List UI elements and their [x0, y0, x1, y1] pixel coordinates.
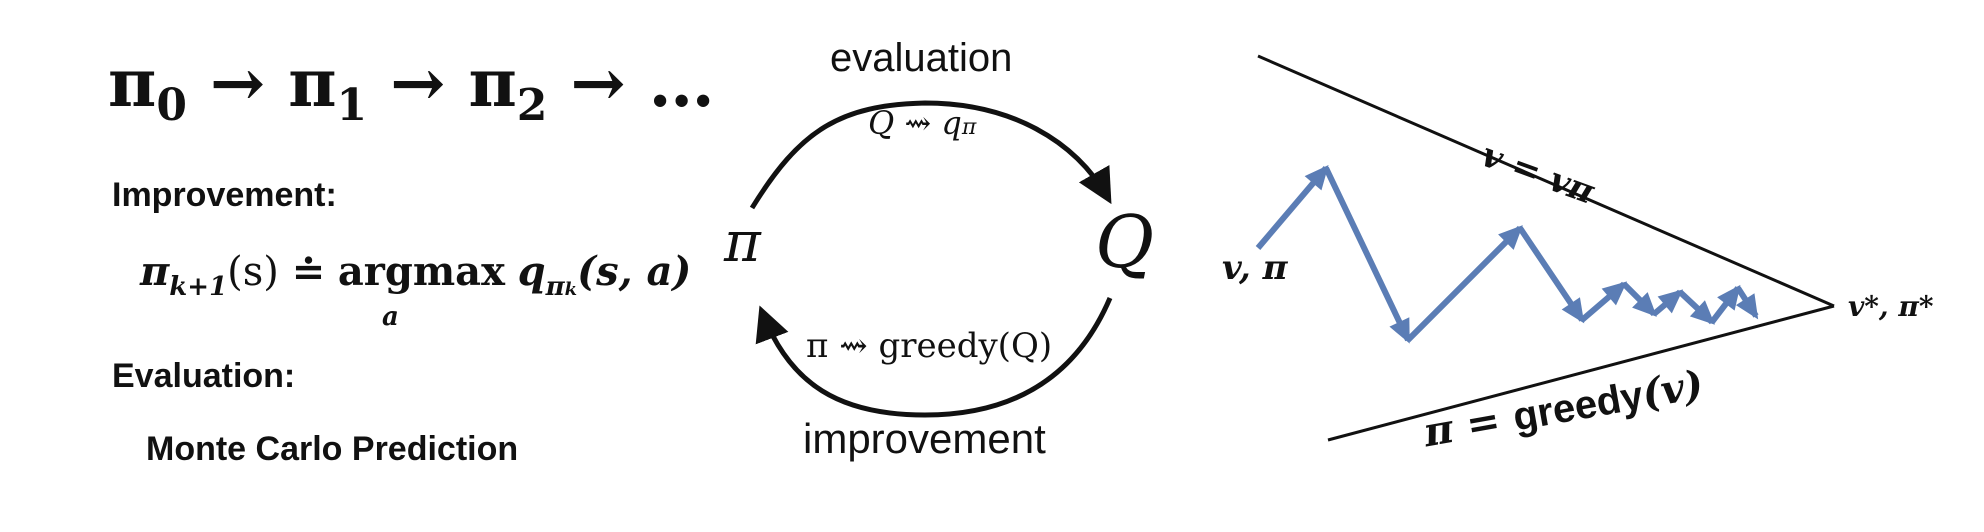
zigzag-arrowhead: [1561, 297, 1585, 324]
zigzag-arrowhead: [1735, 293, 1759, 320]
pi0: π: [108, 44, 157, 122]
improvement-math: π ⇝ greedy(Q): [806, 326, 1053, 366]
value-consistency-line: [1257, 54, 1835, 308]
zigzag-arrowhead: [1632, 292, 1657, 317]
zigzag-arrowhead: [1389, 317, 1410, 344]
policy-node: π: [724, 210, 761, 275]
zigzag-arrowhead: [1601, 281, 1628, 306]
improvement-arc: [755, 297, 1113, 418]
seq-arrow: →: [209, 44, 266, 122]
zigzag-segment: [1323, 166, 1411, 342]
end-label: v*, π*: [1848, 290, 1934, 323]
pi2: π: [468, 44, 517, 122]
pi1: π: [288, 44, 337, 122]
evaluation-math: Q ⇝ qπ: [868, 104, 977, 142]
evaluation-arc: [749, 100, 1112, 210]
argmax-subscript: a: [382, 302, 399, 332]
improvement-label: Improvement:: [112, 176, 337, 214]
zigzag-arrowhead: [1717, 284, 1741, 311]
zigzag-segment: [1405, 225, 1523, 343]
policy-sequence: π0 → π1 → π2 → …: [108, 44, 715, 132]
zigzag-arrowhead: [1657, 289, 1684, 314]
improvement-formula: πk+1(s) ≐ argmax qπk(s, a): [140, 248, 692, 302]
zigzag-arrowhead: [1498, 225, 1523, 250]
seq-ellipsis: …: [648, 44, 715, 122]
start-label: v, π: [1222, 248, 1288, 288]
evaluation-word: evaluation: [830, 36, 1013, 80]
monte-carlo-label: Monte Carlo Prediction: [146, 430, 519, 468]
seq-arrow: →: [390, 44, 446, 122]
zigzag-arrowhead: [1689, 300, 1715, 325]
zigzag-arrowhead: [1304, 164, 1329, 191]
evaluation-label: Evaluation:: [112, 357, 296, 395]
greedy-policy-line: [1327, 304, 1835, 442]
improvement-word: improvement: [803, 415, 1046, 462]
q-node: Q: [1095, 200, 1155, 284]
seq-arrow: →: [570, 44, 626, 122]
